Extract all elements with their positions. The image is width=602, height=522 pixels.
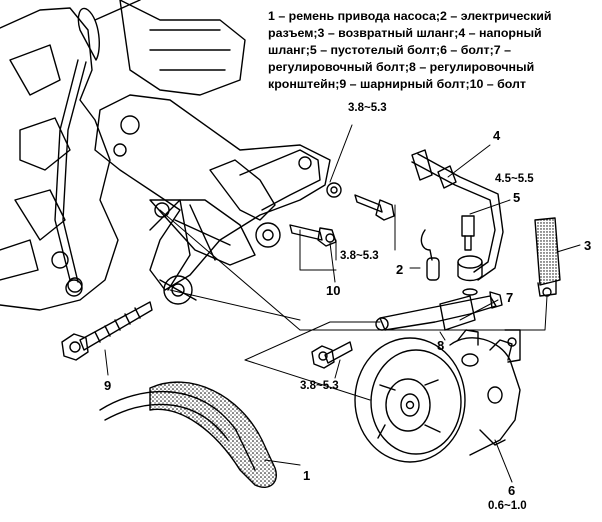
legend-line-5: кронштейн;9 – шарнирный болт;10 – болт [268, 77, 526, 91]
power-steering-pump [354, 329, 521, 463]
electrical-connector [420, 229, 440, 281]
torque-upper: 3.8~5.3 [348, 102, 387, 114]
callout-1: 1 [303, 468, 311, 483]
bolt-ten [289, 224, 337, 247]
legend-line-2: разъем;3 – возвратный шланг;4 – напорный [268, 26, 542, 40]
callout-5: 5 [513, 190, 521, 205]
torque-hose: 4.5~5.5 [495, 173, 534, 185]
callout-7: 7 [506, 290, 514, 305]
hinge-bolt [61, 301, 153, 361]
adjusting-bracket [375, 291, 503, 331]
torque-pump-bolt: 0.6~1.0 [488, 500, 527, 512]
callout-9: 9 [104, 378, 112, 393]
legend-line-3: шланг;5 – пустотелый болт;6 – болт;7 – [268, 43, 511, 57]
legend-line-1: 1 – ремень привода насоса;2 – электричес… [268, 9, 552, 23]
callout-2: 2 [396, 262, 404, 277]
pump-drive-belt [99, 381, 277, 488]
callout-4: 4 [493, 128, 501, 143]
bolt-lower [311, 341, 353, 369]
engine-block [0, 0, 246, 311]
bolt-upper [326, 182, 395, 221]
torque-lower: 3.8~5.3 [300, 380, 339, 392]
callout-8: 8 [437, 338, 445, 353]
return-hose [534, 217, 561, 297]
pump-mounting-bracket [94, 94, 331, 305]
oil-dipstick [54, 7, 100, 297]
torque-middle: 3.8~5.3 [340, 250, 379, 262]
parts-legend: 1 – ремень привода насоса;2 – электричес… [268, 8, 598, 93]
leader-lines [104, 124, 581, 483]
callout-10: 10 [326, 283, 341, 298]
legend-line-4: регулировочный болт;8 – регулировочный [268, 60, 535, 74]
hollow-bolt [457, 215, 483, 296]
callout-6: 6 [508, 483, 516, 498]
callout-3: 3 [584, 238, 592, 253]
